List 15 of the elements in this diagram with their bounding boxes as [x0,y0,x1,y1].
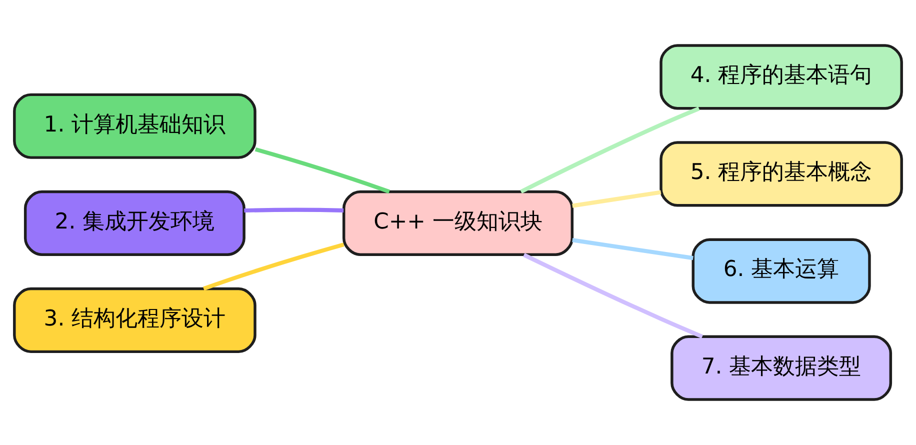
node-box: 5. 程序的基本概念 [660,141,903,207]
node-box: 6. 基本运算 [692,238,871,304]
connector [244,208,344,213]
node-box: 7. 基本数据类型 [670,335,892,401]
node-box: C++ 一级知识块 [342,190,574,256]
node-box: 1. 计算机基础知识 [13,93,256,159]
node-box: 4. 程序的基本语句 [660,44,903,110]
connector [572,190,662,208]
connector [520,106,700,194]
connector [254,147,390,194]
node-box: 3. 结构化程序设计 [13,287,256,354]
connector [572,238,694,260]
node-box: 2. 集成开发环境 [24,190,246,256]
connector [523,253,704,339]
connector [202,242,344,291]
